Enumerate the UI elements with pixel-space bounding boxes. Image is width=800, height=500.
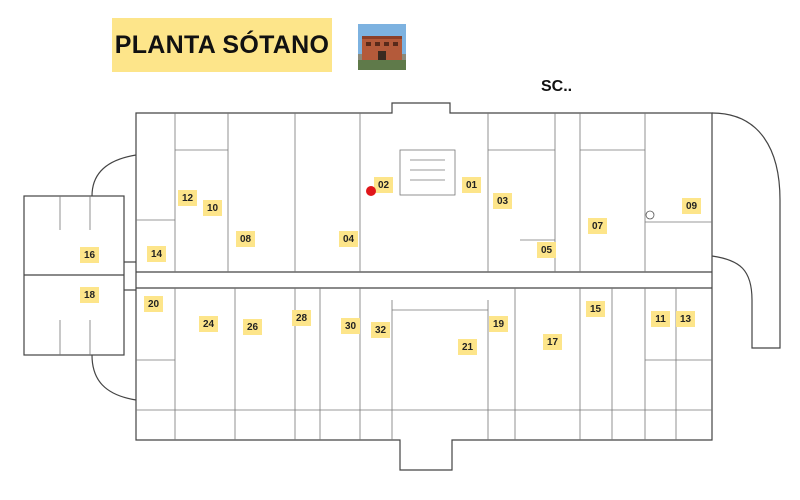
room-label-21: 21 — [458, 339, 477, 355]
room-label-32: 32 — [371, 322, 390, 338]
room-label-04: 04 — [339, 231, 358, 247]
room-label-19: 19 — [489, 316, 508, 332]
room-label-05: 05 — [537, 242, 556, 258]
room-label-26: 26 — [243, 319, 262, 335]
room-label-13: 13 — [676, 311, 695, 327]
room-label-15: 15 — [586, 301, 605, 317]
room-label-09: 09 — [682, 198, 701, 214]
room-label-20: 20 — [144, 296, 163, 312]
room-label-18: 18 — [80, 287, 99, 303]
room-label-16: 16 — [80, 247, 99, 263]
room-label-02: 02 — [374, 177, 393, 193]
room-label-24: 24 — [199, 316, 218, 332]
page-title: PLANTA SÓTANO — [114, 30, 330, 59]
room-label-11: 11 — [651, 311, 670, 327]
room-label-30: 30 — [341, 318, 360, 334]
room-label-08: 08 — [236, 231, 255, 247]
room-label-10: 10 — [203, 200, 222, 216]
building-photo — [358, 24, 406, 70]
room-label-12: 12 — [178, 190, 197, 206]
room-label-14: 14 — [147, 246, 166, 262]
legend-label: SC.. — [541, 78, 573, 95]
room-label-01: 01 — [462, 177, 481, 193]
current-location-marker — [366, 186, 376, 196]
room-label-07: 07 — [588, 218, 607, 234]
room-label-03: 03 — [493, 193, 512, 209]
title-banner: PLANTA SÓTANO — [112, 18, 332, 72]
room-label-17: 17 — [543, 334, 562, 350]
room-label-28: 28 — [292, 310, 311, 326]
